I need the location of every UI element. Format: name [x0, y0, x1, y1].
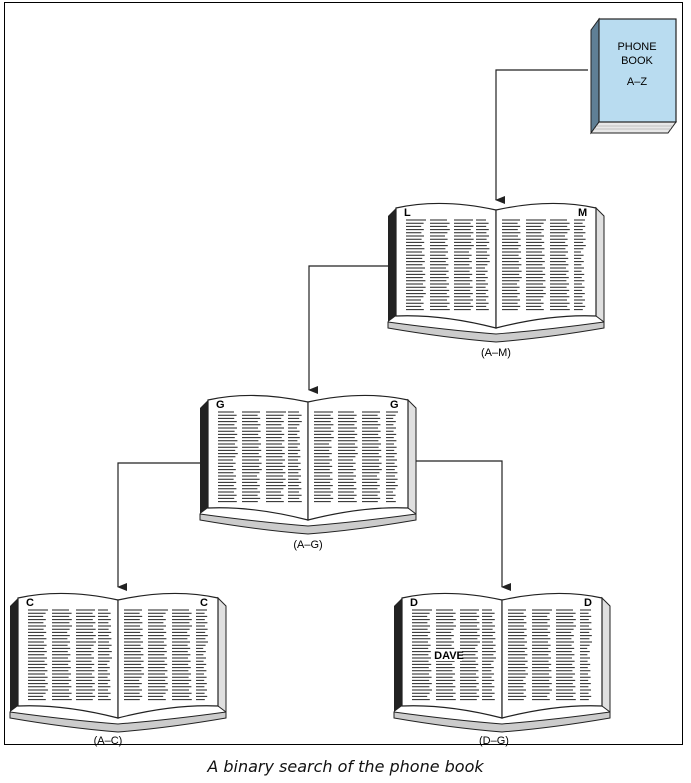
book-text-column	[580, 609, 592, 701]
book-right-page	[501, 592, 603, 719]
phone-book-title-line2: BOOK	[621, 55, 653, 67]
book-text-column	[532, 609, 552, 701]
book-text-column	[482, 609, 496, 701]
highlighted-name: DAVE	[434, 650, 464, 662]
phone-book-cover	[598, 18, 677, 123]
book-label-a-g: (A–G)	[293, 539, 322, 551]
book-label-d-g: (D–G)	[479, 735, 509, 747]
book-text-column	[242, 411, 262, 503]
book-right-edge	[595, 206, 605, 323]
highlight-backdrop	[436, 650, 462, 661]
connector-ag-to-dg	[415, 460, 511, 591]
book-page-stack	[387, 321, 605, 343]
book-text-column	[266, 411, 286, 503]
book-text-column	[314, 411, 334, 503]
book-right-letter: D	[584, 597, 592, 609]
book-text-column	[454, 219, 474, 311]
book-text-column	[124, 609, 144, 701]
book-text-column	[406, 219, 426, 311]
book-page-stack	[393, 711, 611, 733]
phone-book-title-line1: PHONE	[617, 41, 656, 53]
book-text-column	[98, 609, 112, 701]
book-right-letter: M	[578, 207, 587, 219]
book-text-column	[52, 609, 72, 701]
phone-book-spine	[590, 17, 600, 135]
book-text-column	[362, 411, 382, 503]
book-right-edge	[601, 596, 611, 713]
book-left-letter: D	[410, 597, 418, 609]
book-page-stack	[199, 513, 417, 535]
book-left-edge	[10, 598, 18, 712]
phone-book-closed: PHONE BOOK A–Z	[590, 17, 677, 135]
book-text-column	[386, 411, 398, 503]
book-right-page	[117, 592, 219, 719]
book-right-page	[495, 202, 597, 329]
book-label-a-m: (A–M)	[481, 347, 511, 359]
book-left-letter: C	[26, 597, 34, 609]
book-left-edge	[388, 208, 396, 322]
book-left-edge	[200, 400, 208, 514]
book-text-column	[76, 609, 96, 701]
connector-am-to-ag	[308, 265, 395, 394]
book-text-column	[172, 609, 192, 701]
book-right-letter: G	[390, 399, 399, 411]
book-text-column	[412, 609, 432, 701]
connector-ag-to-ac	[117, 462, 205, 591]
book-text-column	[436, 609, 456, 701]
connectors	[117, 69, 588, 591]
book-text-column	[476, 219, 490, 311]
book-page-stack	[9, 711, 227, 733]
book-right-edge	[407, 398, 417, 515]
open-book-d-g: D D DAVE	[393, 592, 611, 733]
book-label-a-c: (A–C)	[94, 735, 123, 747]
book-text-column	[218, 411, 238, 503]
book-text-column	[550, 219, 570, 311]
book-text-column	[556, 609, 576, 701]
connector-phonebook-to-am	[495, 69, 588, 204]
book-text-column	[338, 411, 358, 503]
book-text-column	[574, 219, 586, 311]
book-left-letter: L	[404, 207, 411, 219]
book-left-edge	[394, 598, 402, 712]
book-left-letter: G	[216, 399, 225, 411]
book-text-column	[148, 609, 168, 701]
phone-book-range: A–Z	[627, 76, 647, 88]
book-text-column	[28, 609, 48, 701]
diagram-caption: A binary search of the phone book	[207, 757, 484, 776]
book-text-column	[288, 411, 302, 503]
book-text-column	[526, 219, 546, 311]
book-right-letter: C	[200, 597, 208, 609]
book-text-column	[430, 219, 450, 311]
book-text-column	[502, 219, 522, 311]
book-text-column	[508, 609, 528, 701]
book-right-edge	[217, 596, 227, 713]
phone-book-pages	[590, 121, 677, 134]
book-text-column	[460, 609, 480, 701]
book-text-column	[196, 609, 208, 701]
book-right-page	[307, 394, 409, 521]
